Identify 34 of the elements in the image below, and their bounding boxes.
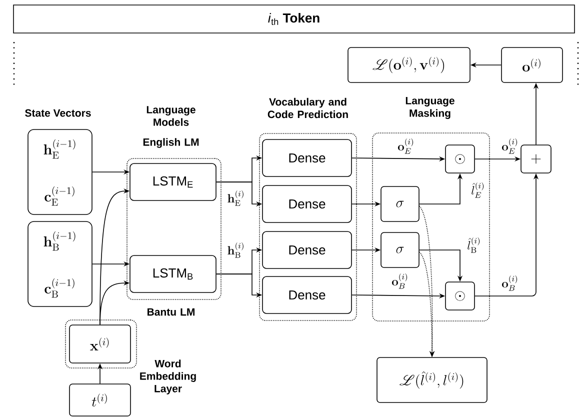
group-heading: Bantu LM — [148, 308, 194, 316]
group-heading: Language Masking — [406, 97, 454, 119]
embedding-box: $\mathbf{x}^{(i)}$ — [69, 324, 131, 364]
loss-box: $\mathscr{L}(\mathbf{o}^{(i)},\mathbf{v}^{(i)})$ — [348, 47, 470, 83]
group-heading: Language Models — [146, 106, 196, 126]
group-heading: Word Embedding Layer — [140, 360, 196, 394]
product-box: $\odot$ — [445, 282, 475, 310]
dense-box: Dense — [262, 276, 352, 314]
lstm-box: LSTM$_{E}$ — [130, 163, 216, 201]
group-heading: Vocabulary and Code Prediction — [268, 98, 348, 118]
token-box: $t^{(i)}$ — [69, 384, 131, 416]
title-band: i$_{th}$ Token — [13, 4, 575, 34]
dense-box: Dense — [262, 231, 352, 269]
state-vector-box: $\mathbf{h}_{\mathrm{B}}^{(i-1)}$ $\mathbf{c}_{\mathrm{B}}^{(i-1)}$ — [28, 221, 92, 307]
edge-label: $\hat{l}_{E}^{(i)}$ — [470, 182, 486, 198]
product-box: $\odot$ — [445, 144, 475, 174]
edge-label: $\mathbf{o}_{B}^{(i)}$ — [501, 274, 519, 292]
group-heading: English LM — [143, 138, 199, 148]
edge-label: $\mathbf{o}_{E}^{(i)}$ — [501, 138, 519, 154]
edge-label: $\mathbf{o}_{E}^{(i)}$ — [397, 138, 415, 154]
edge-label: $\mathbf{h}_{\mathrm{E}}^{(i)}$ — [226, 190, 246, 206]
loss-box: $\mathscr{L}(\hat{l}^{(i)},l^{(i)})$ — [376, 357, 488, 403]
edge-label: $\hat{l}_{\mathrm{B}}^{(i)}$ — [466, 236, 482, 254]
sum-box: $+$ — [520, 144, 552, 174]
dense-box: Dense — [262, 139, 352, 177]
dense-box: Dense — [262, 185, 352, 223]
edge-label: $\mathbf{h}_{\mathrm{B}}^{(i)}$ — [226, 242, 246, 258]
output-box: $\mathbf{o}^{(i)}$ — [501, 47, 563, 83]
sigmoid-box: $\sigma$ — [380, 232, 420, 268]
lstm-box: LSTM$_{B}$ — [130, 255, 216, 293]
state-vector-box: $\mathbf{h}_{\mathrm{E}}^{(i-1)}$ $\mathbf{c}_{\mathrm{E}}^{(i-1)}$ — [28, 129, 92, 215]
column-heading: State Vectors — [25, 109, 91, 117]
edge-label: $\mathbf{o}_{B}^{(i)}$ — [391, 272, 409, 290]
sigmoid-box: $\sigma$ — [380, 186, 420, 222]
